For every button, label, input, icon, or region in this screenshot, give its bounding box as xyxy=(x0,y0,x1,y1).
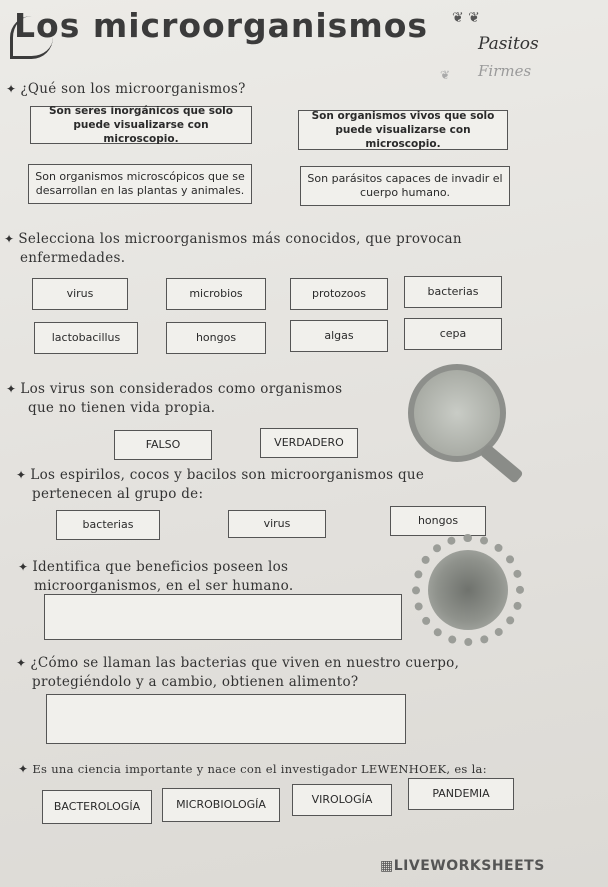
q2-option-bacterias[interactable]: bacterias xyxy=(404,276,502,308)
question-6: ✦¿Cómo se llaman las bacterias que viven… xyxy=(16,655,460,690)
question-4: ✦Los espirilos, cocos y bacilos son micr… xyxy=(16,467,425,502)
brand-pasitos: Pasitos xyxy=(478,34,539,54)
bullet-icon: ✦ xyxy=(16,468,27,482)
brand-firmes: Firmes xyxy=(478,62,532,80)
q2-option-microbios[interactable]: microbios xyxy=(166,278,266,310)
q5-answer-box[interactable] xyxy=(44,594,402,640)
q2-option-lactobacillus[interactable]: lactobacillus xyxy=(34,322,138,354)
q1-option-1[interactable]: Son seres inorgánicos que solo puede vis… xyxy=(30,105,252,145)
question-1: ✦¿Qué son los microorganismos? xyxy=(6,81,246,97)
page-title: Los microorganismos xyxy=(14,6,429,45)
q7-option-virologia[interactable]: VIROLOGÍA xyxy=(292,784,392,816)
q3-option-verdadero[interactable]: VERDADERO xyxy=(260,428,358,458)
virus-image xyxy=(428,550,508,630)
magnifier-handle xyxy=(479,443,524,484)
q4-option-bacterias[interactable]: bacterias xyxy=(56,510,160,540)
q2-option-virus[interactable]: virus xyxy=(32,278,128,310)
q4-option-hongos[interactable]: hongos xyxy=(390,506,486,536)
bullet-icon: ✦ xyxy=(4,232,15,246)
q3-option-falso[interactable]: FALSO xyxy=(114,430,212,460)
bullet-icon: ✦ xyxy=(18,762,29,776)
footprints-faded-icon: ❦ xyxy=(440,68,451,82)
question-7: ✦Es una ciencia importante y nace con el… xyxy=(18,762,487,776)
liveworksheets-logo: ▦LIVEWORKSHEETS xyxy=(380,858,545,874)
q2-option-cepa[interactable]: cepa xyxy=(404,318,502,350)
q7-option-pandemia[interactable]: PANDEMIA xyxy=(408,778,514,810)
q1-option-2[interactable]: Son organismos vivos que solo puede visu… xyxy=(298,110,508,150)
question-5: ✦Identifica que beneficios poseen los mi… xyxy=(18,559,294,594)
q1-option-4[interactable]: Son parásitos capaces de invadir el cuer… xyxy=(300,166,510,206)
q7-option-microbiologia[interactable]: MICROBIOLOGÍA xyxy=(162,788,280,822)
question-2: ✦Selecciona los microorganismos más cono… xyxy=(4,231,462,266)
q1-option-3[interactable]: Son organismos microscópicos que se desa… xyxy=(28,164,252,204)
q2-option-algas[interactable]: algas xyxy=(290,320,388,352)
footprints-icon: ❦ ❦ xyxy=(452,10,480,26)
bullet-icon: ✦ xyxy=(16,656,27,670)
title-swash-decoration xyxy=(10,16,53,59)
q2-option-hongos[interactable]: hongos xyxy=(166,322,266,354)
bullet-icon: ✦ xyxy=(6,382,17,396)
bullet-icon: ✦ xyxy=(6,82,17,96)
q4-option-virus[interactable]: virus xyxy=(228,510,326,538)
q7-option-bacterologia[interactable]: BACTEROLOGÍA xyxy=(42,790,152,824)
q6-answer-box[interactable] xyxy=(46,694,406,744)
question-3: ✦Los virus son considerados como organis… xyxy=(6,381,343,416)
virus-spikes-decoration xyxy=(412,534,524,646)
q2-option-protozoos[interactable]: protozoos xyxy=(290,278,388,310)
bullet-icon: ✦ xyxy=(18,560,29,574)
